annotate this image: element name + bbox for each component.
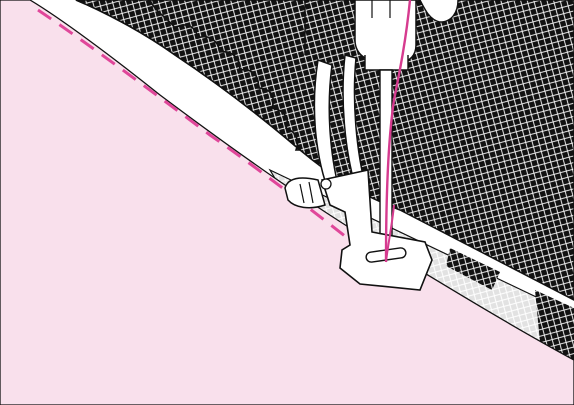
presser-foot-screw (285, 178, 331, 208)
